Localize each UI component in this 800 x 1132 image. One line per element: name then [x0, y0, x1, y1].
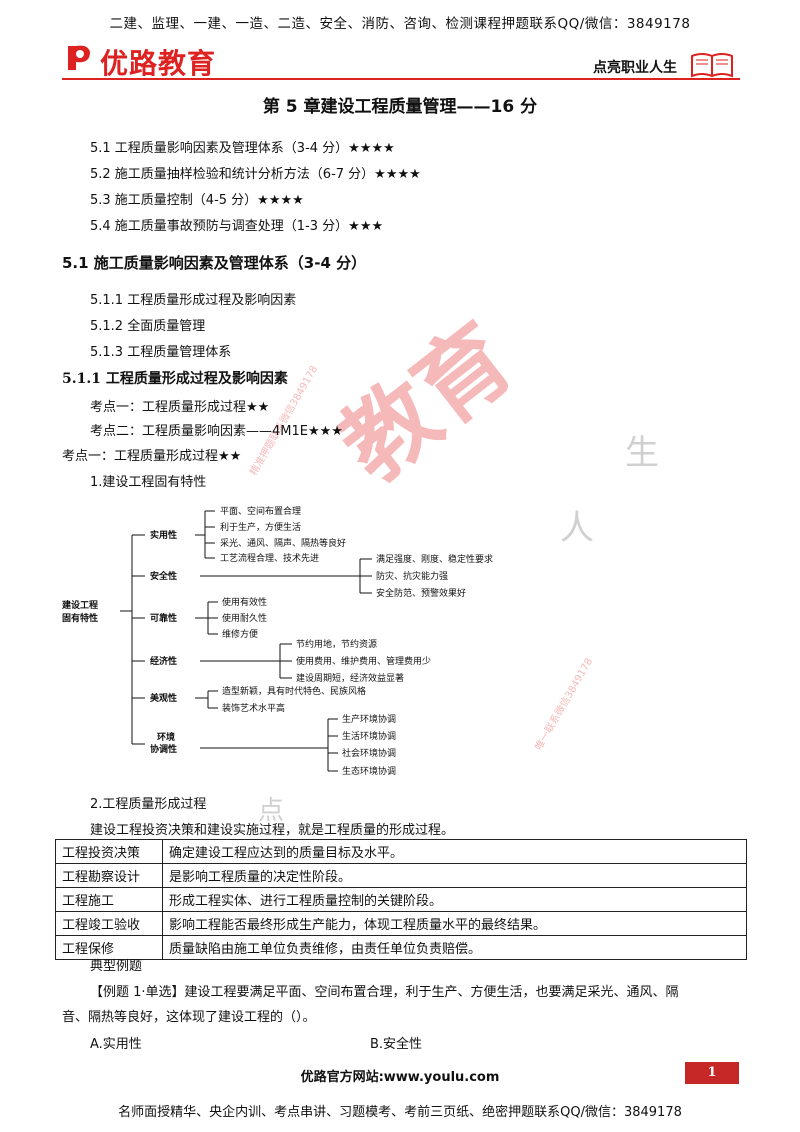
answer-option: B.安全性	[370, 1037, 423, 1052]
stage-description: 是影响工程质量的决定性阶段。	[162, 863, 747, 888]
diagram-leaf-label: 维修方便	[222, 628, 258, 640]
stage-description: 确定建设工程应达到的质量目标及水平。	[162, 839, 747, 864]
brand-slogan: 点亮职业人生	[593, 60, 677, 76]
diagram-branch-label: 可靠性	[150, 612, 177, 624]
diagram-branch-label: 经济性	[150, 655, 177, 667]
diagram-branch-label: 协调性	[150, 743, 177, 755]
diagram-leaf-label: 工艺流程合理、技术先进	[220, 552, 319, 564]
footer-website: 优路官方网站:www.youlu.com	[300, 1070, 500, 1085]
table-row: 工程竣工验收 影响工程能否最终形成生产能力，体现工程质量水平的最终结果。	[55, 911, 747, 936]
diagram-leaf-label: 造型新颖，具有时代特色、民族风格	[222, 685, 366, 697]
diagram-leaf-label: 利于生产，方便生活	[220, 521, 301, 533]
watermark-contact: 唯一联系微信3849178	[533, 656, 596, 753]
watermark-brand: 教育	[321, 303, 533, 502]
diagram-root-label: 固有特性	[62, 612, 98, 624]
stage-name: 工程竣工验收	[55, 911, 163, 936]
diagram-root-label: 建设工程	[62, 599, 98, 611]
stage-name: 工程保修	[55, 935, 163, 960]
kaodian-item: 考点二：工程质量影响因素——4M1E★★★	[90, 424, 343, 439]
example-question: 音、隔热等良好，这体现了建设工程的（）。	[62, 1010, 316, 1025]
kaodian-heading: 考点一：工程质量形成过程★★	[62, 449, 242, 464]
item-heading: 2.工程质量形成过程	[90, 797, 207, 812]
brand-name: 优路教育	[100, 47, 217, 80]
diagram-leaf-label: 生态环境协调	[342, 765, 396, 777]
toc-item: 5.2 施工质量抽样检验和统计分析方法（6-7 分）★★★★	[90, 167, 421, 182]
table-row: 工程投资决策 确定建设工程应达到的质量目标及水平。	[55, 839, 747, 864]
brand-logo-icon	[68, 45, 90, 70]
stage-description: 形成工程实体、进行工程质量控制的关键阶段。	[162, 887, 747, 912]
diagram-leaf-label: 装饰艺术水平高	[222, 702, 285, 714]
toc-item: 5.1 工程质量影响因素及管理体系（3-4 分）★★★★	[90, 141, 395, 156]
diagram-leaf-label: 安全防范、预警效果好	[376, 587, 466, 599]
open-book-icon	[691, 53, 733, 78]
diagram-leaf-label: 使用费用、维护费用、管理费用少	[296, 655, 431, 667]
diagram-leaf-label: 建设周期短，经济效益显著	[296, 672, 404, 684]
stage-name: 工程施工	[55, 887, 163, 912]
diagram-leaf-label: 防灾、抗灾能力强	[376, 570, 448, 582]
table-row: 工程施工 形成工程实体、进行工程质量控制的关键阶段。	[55, 887, 747, 912]
page-number: 1	[685, 1062, 739, 1084]
kaodian-item: 考点一：工程质量形成过程★★	[90, 400, 270, 415]
example-label: 典型例题	[90, 959, 143, 974]
diagram-leaf-label: 生产环境协调	[342, 713, 396, 725]
diagram-branch-label: 实用性	[150, 529, 177, 541]
toc-item: 5.4 施工质量事故预防与调查处理（1-3 分）★★★	[90, 219, 384, 234]
chapter-title: 第 5 章建设工程质量管理——16 分	[262, 97, 538, 117]
watermark-char: 生	[625, 433, 659, 473]
quality-stages-table: 工程投资决策 确定建设工程应达到的质量目标及水平。 工程勘察设计 是影响工程质量…	[55, 839, 747, 960]
stage-name: 工程投资决策	[55, 839, 163, 864]
diagram-branch-label: 美观性	[150, 692, 177, 704]
subsection-item: 5.1.1 工程质量形成过程及影响因素	[90, 293, 297, 308]
diagram-leaf-label: 社会环境协调	[342, 747, 396, 759]
diagram-branch-label: 环境	[157, 731, 175, 743]
section-heading: 5.1 施工质量影响因素及管理体系（3-4 分）	[62, 254, 367, 272]
bottom-promo-banner: 名师面授精华、央企内训、考点串讲、习题模考、考前三页纸、绝密押题联系QQ/微信：…	[118, 1105, 682, 1120]
diagram-leaf-label: 满足强度、刚度、稳定性要求	[376, 553, 493, 565]
diagram-leaf-label: 使用耐久性	[222, 612, 267, 624]
stage-description: 影响工程能否最终形成生产能力，体现工程质量水平的最终结果。	[162, 911, 747, 936]
answer-option: A.实用性	[90, 1037, 142, 1052]
stage-description: 质量缺陷由施工单位负责维修，由责任单位负责赔偿。	[162, 935, 747, 960]
subsection-heading: 5.1.1 工程质量形成过程及影响因素	[62, 371, 288, 387]
example-question: 【例题 1·单选】建设工程要满足平面、空间布置合理，利于生产、方便生活，也要满足…	[90, 985, 679, 1000]
stage-name: 工程勘察设计	[55, 863, 163, 888]
diagram-leaf-label: 平面、空间布置合理	[220, 505, 301, 517]
characteristics-tree-diagram: 建设工程 固有特性 实用性 平面、空间布置合理 利于生产，方便生活 采光、通风、…	[62, 505, 493, 777]
diagram-leaf-label: 采光、通风、隔声、隔热等良好	[220, 537, 346, 549]
toc-item: 5.3 施工质量控制（4-5 分）★★★★	[90, 193, 304, 208]
table-row: 工程勘察设计 是影响工程质量的决定性阶段。	[55, 863, 747, 888]
table-row: 工程保修 质量缺陷由施工单位负责维修，由责任单位负责赔偿。	[55, 935, 747, 960]
watermark-char: 人	[560, 508, 594, 548]
diagram-leaf-label: 节约用地，节约资源	[296, 638, 377, 650]
diagram-leaf-label: 生活环境协调	[342, 730, 396, 742]
diagram-leaf-label: 使用有效性	[222, 596, 267, 608]
diagram-branch-label: 安全性	[150, 570, 177, 582]
header-divider	[62, 78, 740, 80]
paragraph: 建设工程投资决策和建设实施过程，就是工程质量的形成过程。	[90, 823, 455, 838]
subsection-item: 5.1.2 全面质量管理	[90, 319, 206, 334]
top-promo-banner: 二建、监理、一建、一造、二造、安全、消防、咨询、检测课程押题联系QQ/微信：38…	[109, 16, 691, 32]
item-heading: 1.建设工程固有特性	[90, 475, 207, 490]
subsection-item: 5.1.3 工程质量管理体系	[90, 345, 232, 360]
